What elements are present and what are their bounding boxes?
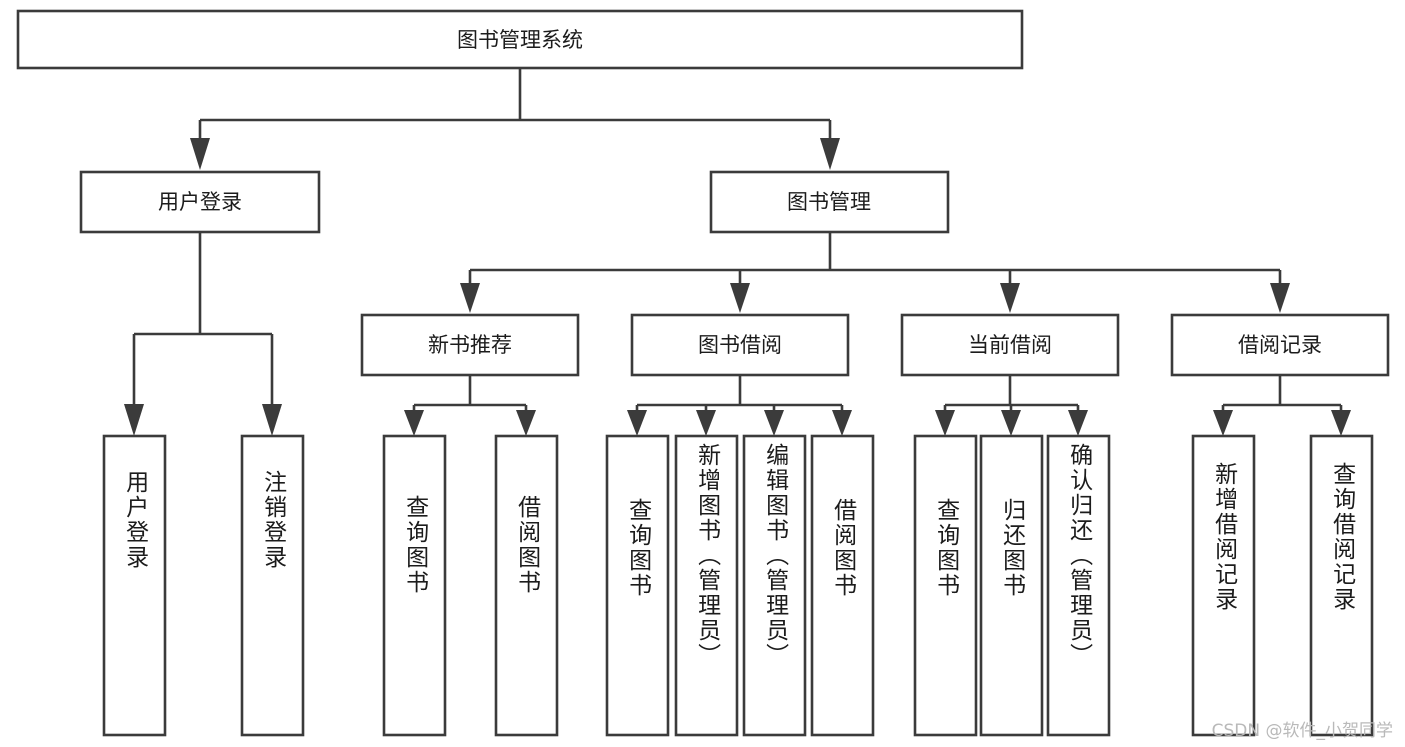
leaf-box-borrow-book-2[interactable] (810, 434, 875, 737)
leaf-box-edit-book[interactable] (742, 434, 807, 737)
connector-current-borrow-to-leaves (935, 375, 1088, 436)
node-borrow-record[interactable]: 借阅记录 (1170, 313, 1390, 377)
node-book-borrow[interactable]: 图书借阅 (630, 313, 850, 377)
node-book-borrow-label: 图书借阅 (698, 333, 782, 357)
node-current-borrow-label: 当前借阅 (968, 333, 1052, 357)
leaf-boxes (102, 434, 1374, 737)
leaf-box-borrow-book-1[interactable] (494, 434, 559, 737)
node-current-borrow[interactable]: 当前借阅 (900, 313, 1120, 377)
leaf-box-confirm-return[interactable] (1046, 434, 1111, 737)
leaf-box-add-record[interactable] (1191, 434, 1256, 737)
connector-root-to-level1 (190, 68, 840, 170)
connector-book-manage-to-level2 (460, 232, 1290, 313)
leaf-box-add-book[interactable] (674, 434, 739, 737)
leaf-box-user-login[interactable] (102, 434, 167, 737)
connector-user-login-to-leaves (124, 232, 282, 436)
node-book-manage[interactable]: 图书管理 (709, 170, 950, 234)
leaf-box-logout-login[interactable] (240, 434, 305, 737)
connector-borrow-record-to-leaves (1213, 375, 1351, 436)
leaf-box-return-book[interactable] (979, 434, 1044, 737)
node-new-book-recommend[interactable]: 新书推荐 (360, 313, 580, 377)
node-borrow-record-label: 借阅记录 (1238, 333, 1322, 357)
node-root-label: 图书管理系统 (457, 28, 583, 52)
node-new-book-recommend-label: 新书推荐 (428, 333, 512, 357)
leaf-box-query-record[interactable] (1309, 434, 1374, 737)
node-user-login[interactable]: 用户登录 (79, 170, 321, 234)
leaf-box-query-book-3[interactable] (913, 434, 978, 737)
leaf-box-query-book-1[interactable] (382, 434, 447, 737)
node-book-manage-label: 图书管理 (787, 190, 871, 214)
node-user-login-label: 用户登录 (158, 190, 242, 214)
csdn-watermark: CSDN @软件_小贺同学 (1211, 721, 1393, 741)
leaf-box-query-book-2[interactable] (605, 434, 670, 737)
connector-book-borrow-to-leaves (627, 375, 852, 436)
connector-new-book-recommend-to-leaves (404, 375, 536, 436)
node-root[interactable]: 图书管理系统 (16, 9, 1024, 70)
